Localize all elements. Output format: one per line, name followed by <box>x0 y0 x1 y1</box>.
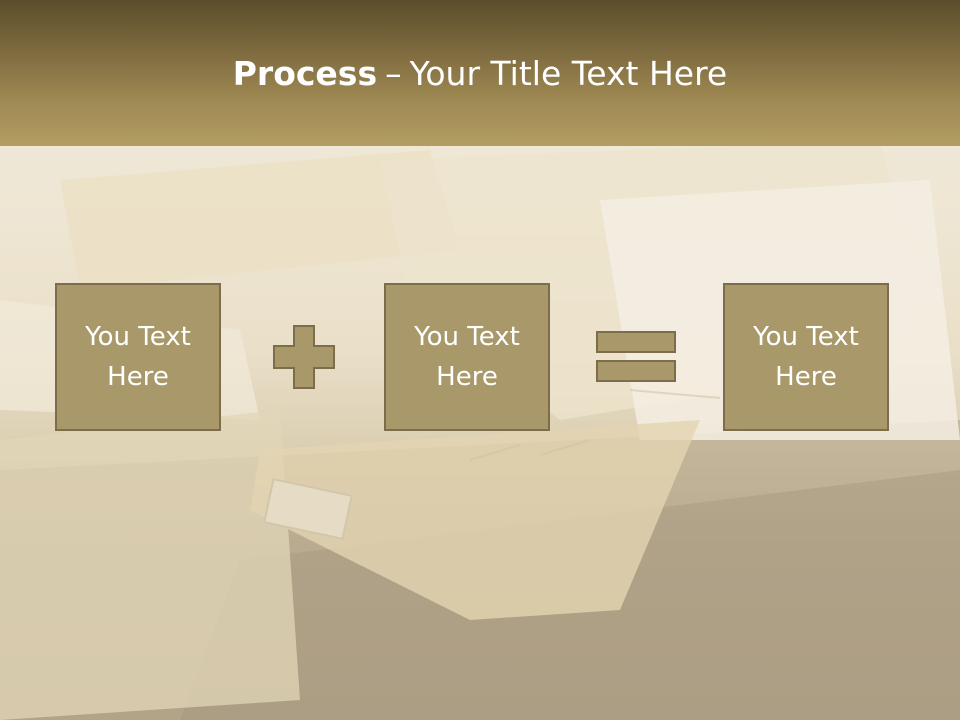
process-box-1-label: You Text Here <box>85 322 191 392</box>
title-bar <box>0 0 960 146</box>
process-box-2[interactable]: You Text Here <box>384 283 550 431</box>
process-box-1[interactable]: You Text Here <box>55 283 221 431</box>
process-box-3[interactable]: You Text Here <box>723 283 889 431</box>
title-rest-text: Your Title Text Here <box>409 54 728 93</box>
equals-icon <box>596 331 676 382</box>
process-box-3-label: You Text Here <box>753 322 859 392</box>
process-box-2-label: You Text Here <box>414 322 520 392</box>
plus-icon <box>273 325 335 389</box>
page-title: Process–Your Title Text Here <box>0 52 960 96</box>
title-bold-text: Process <box>232 54 378 93</box>
title-separator: – <box>385 54 402 93</box>
